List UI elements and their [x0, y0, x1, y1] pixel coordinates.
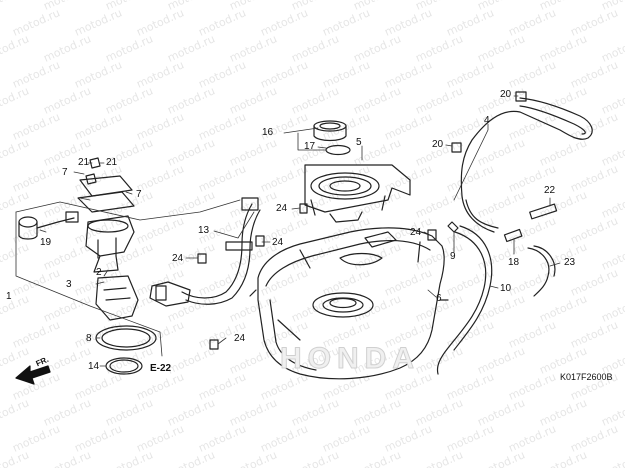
callout-10: 10: [500, 283, 512, 294]
callout-4: 4: [484, 115, 490, 126]
callout-17: 17: [304, 141, 316, 152]
ring-14: [105, 357, 143, 375]
callout-23: 23: [564, 257, 576, 268]
callout-5: 5: [356, 137, 362, 148]
diagram-code: K017F2600B: [560, 372, 613, 382]
cap-gasket: [325, 144, 351, 156]
tube-clip-20-top: [515, 91, 527, 102]
front-arrow-icon: [15, 365, 51, 385]
honda-logo: HONDA: [280, 342, 420, 376]
hose-23: [527, 245, 556, 297]
callout-8: 8: [86, 333, 92, 344]
bolt-24-b: [255, 235, 265, 247]
callout-24-neck: 24: [276, 203, 288, 214]
brand-text: HONDA: [280, 342, 420, 375]
breather-tube: [460, 97, 593, 233]
sender-19: [18, 211, 79, 240]
fuel-cap: [313, 120, 347, 142]
callout-20-mid: 20: [432, 139, 444, 150]
callout-20-top: 20: [500, 89, 512, 100]
callout-1: 1: [6, 291, 12, 302]
ref-label: E-22: [150, 363, 172, 374]
callout-18: 18: [508, 257, 520, 268]
callout-24-bottom: 24: [234, 333, 246, 344]
tube-clip-20-mid: [451, 142, 462, 153]
joint-18: [503, 228, 523, 243]
callout-6: 6: [436, 293, 442, 304]
packing-8: [95, 325, 157, 351]
bolt-24-d: [209, 339, 219, 350]
callout-7-left: 7: [62, 167, 68, 178]
callout-24-tank: 24: [410, 227, 422, 238]
callout-21-right: 21: [106, 157, 118, 168]
callout-7-right: 7: [136, 189, 142, 200]
bolt-21: [85, 157, 101, 185]
callout-16: 16: [262, 127, 274, 138]
callout-22: 22: [544, 185, 556, 196]
callout-21-left: 21: [78, 157, 90, 168]
leader-lines: [15, 95, 561, 367]
callout-19: 19: [40, 237, 52, 248]
fuel-tank: [249, 227, 449, 380]
callout-13: 13: [198, 225, 210, 236]
callout-24-hose: 24: [172, 253, 184, 264]
fuel-pump: [85, 215, 135, 273]
callout-9: 9: [450, 251, 456, 262]
filler-neck: [304, 164, 411, 223]
joint-9: [447, 221, 459, 233]
hose-connector: [149, 281, 191, 307]
fuel-feed-hose: [181, 197, 261, 305]
pump-filter: [95, 275, 139, 321]
setting-plate-7: [77, 175, 135, 213]
callout-24-left: 24: [272, 237, 284, 248]
callout-3: 3: [66, 279, 72, 290]
callout-14: 14: [88, 361, 100, 372]
tube-22: [529, 203, 558, 220]
callout-2: 2: [96, 267, 102, 278]
bolt-24-c: [197, 253, 207, 264]
bolt-24-a: [299, 203, 308, 214]
bolt-24-e: [427, 229, 437, 241]
